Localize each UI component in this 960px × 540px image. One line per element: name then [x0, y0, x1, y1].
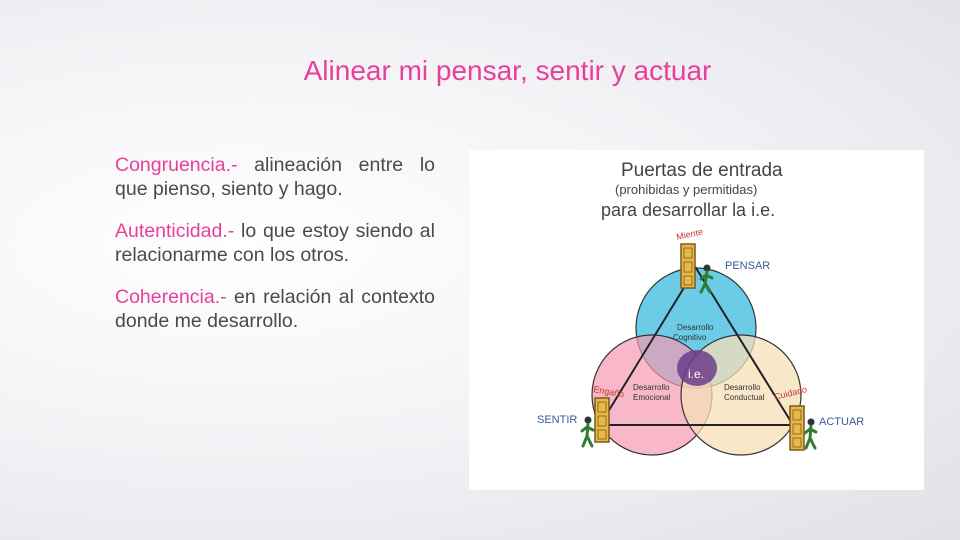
slide-title: Alinear mi pensar, sentir y actuar	[303, 55, 712, 86]
diagram-subtitle-2: para desarrollar la i.e.	[601, 200, 775, 220]
door-right	[789, 405, 805, 451]
term-coherencia: Coherencia.-	[115, 286, 227, 308]
person-right-icon	[803, 418, 818, 450]
node-sentir: SENTIR	[537, 414, 577, 426]
definition-autenticidad: lo que estoy siendo al relacionarme con …	[115, 220, 435, 266]
person-top-icon	[699, 264, 714, 294]
connection-triangle	[598, 266, 795, 426]
node-pensar: PENSAR	[725, 260, 770, 272]
label-cognitivo-2: Cognitivo	[673, 333, 707, 342]
diagram-subtitle: (prohibidas y permitidas)	[615, 182, 757, 197]
node-actuar: ACTUAR	[819, 416, 864, 428]
diagram-title: Puertas de entrada	[621, 160, 783, 181]
venn-diagram: Puertas de entrada (prohibidas y permiti…	[537, 160, 864, 456]
diagram-image: Puertas de entrada (prohibidas y permiti…	[469, 150, 924, 490]
paragraph-congruencia: Congruencia.- alineación entre lo que pi…	[115, 153, 435, 201]
door-label-top: Miente	[675, 227, 704, 242]
door-left	[594, 397, 610, 443]
person-left-icon	[580, 416, 595, 448]
label-emocional-2: Emocional	[633, 393, 671, 402]
body-text: Congruencia.- alineación entre lo que pi…	[115, 153, 435, 351]
term-congruencia: Congruencia.-	[115, 154, 238, 176]
definition-coherencia: en relación al contexto donde me desarro…	[115, 286, 435, 332]
label-emocional-1: Desarrollo	[633, 383, 670, 392]
door-top	[680, 243, 696, 289]
label-conductual-1: Desarrollo	[724, 383, 761, 392]
term-autenticidad: Autenticidad.-	[115, 220, 235, 242]
center-overlap	[677, 350, 717, 386]
label-conductual-2: Conductual	[724, 393, 765, 402]
paragraph-coherencia: Coherencia.- en relación al contexto don…	[115, 285, 435, 333]
paragraph-autenticidad: Autenticidad.- lo que estoy siendo al re…	[115, 219, 435, 267]
label-ie-center: i.e.	[688, 367, 704, 381]
label-cognitivo-1: Desarrollo	[677, 323, 714, 332]
definition-congruencia: alineación entre lo que pienso, siento y…	[115, 154, 435, 200]
